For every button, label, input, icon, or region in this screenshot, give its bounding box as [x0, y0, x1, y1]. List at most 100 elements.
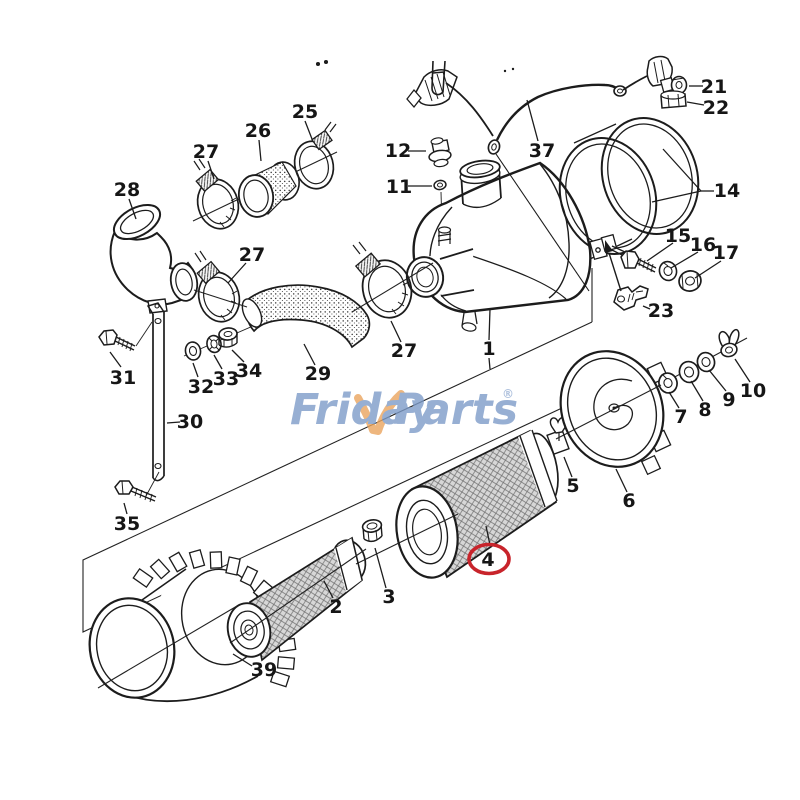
callout-leader-5 — [563, 456, 573, 478]
callout-label-27: 27 — [193, 141, 219, 163]
callout-leader-14 — [662, 148, 702, 192]
callout-label-37: 37 — [529, 140, 555, 162]
callout-label-7: 7 — [674, 406, 687, 428]
callout-label-12: 12 — [385, 140, 411, 162]
watermark: Friday Parts ® — [290, 385, 518, 435]
part-39-precleaner — [88, 548, 297, 703]
callout-label-35: 35 — [114, 513, 140, 535]
callout-leader-16 — [670, 251, 699, 269]
part-31-bolt — [98, 329, 136, 352]
callout-leader-15 — [646, 242, 674, 262]
part-37-wire-assembly — [487, 55, 673, 292]
callout-label-17: 17 — [713, 242, 739, 264]
callout-label-27: 27 — [391, 340, 417, 362]
callout-label-21: 21 — [701, 76, 727, 98]
sensor-connector-plug — [406, 69, 458, 109]
part-33-lock-washer — [206, 334, 222, 354]
callout-label-1: 1 — [482, 338, 495, 360]
part-32-washer — [184, 341, 202, 361]
watermark-word1: Friday — [290, 385, 439, 435]
part-16-lock-washer — [658, 260, 678, 282]
wire-clip — [431, 60, 515, 137]
callout-leader-7 — [668, 391, 680, 409]
callout-label-4: 4 — [481, 549, 494, 571]
part-1-air-cleaner-body — [405, 159, 592, 332]
watermark-word2: Parts — [393, 385, 518, 435]
callout-label-33: 33 — [213, 368, 239, 390]
highlight-circle-part-4 — [467, 542, 511, 576]
axis-lines — [97, 262, 662, 689]
callout-label-22: 22 — [703, 97, 729, 119]
part-25-hose-clamp — [293, 59, 337, 190]
callout-label-32: 32 — [188, 376, 214, 398]
part-34-nut — [218, 327, 238, 348]
callout-label-3: 3 — [382, 586, 395, 608]
axis-outer-filter — [355, 513, 459, 565]
callout-label-6: 6 — [622, 490, 635, 512]
callout-leader-23 — [642, 305, 651, 310]
axis-precleaner — [97, 605, 238, 689]
axis-bolt-31 — [135, 321, 153, 347]
callout-label-34: 34 — [236, 360, 262, 382]
callout-leader-22 — [686, 101, 705, 106]
callout-leader-26 — [258, 139, 262, 162]
part-3-nut — [361, 518, 384, 543]
callout-leader-28 — [128, 198, 137, 220]
callout-label-11: 11 — [386, 176, 412, 198]
part-29-hose — [241, 284, 371, 349]
part-26-adapter — [237, 161, 300, 218]
part-28-elbow-hose — [109, 203, 199, 314]
callout-leader-29 — [303, 343, 316, 366]
part-27a-hose-clamp — [193, 158, 240, 230]
callout-leader-1 — [488, 308, 491, 341]
callout-leader-4 — [485, 525, 491, 546]
part-10-wing-nut — [718, 328, 740, 358]
callout-leader-27 — [390, 320, 402, 343]
pointer-arrow-head — [605, 240, 613, 253]
callout-label-29: 29 — [305, 363, 331, 385]
callout-leader-1 — [488, 357, 491, 370]
callout-label-10: 10 — [740, 380, 766, 402]
callout-leader-25 — [304, 120, 313, 140]
callout-leader-27 — [207, 160, 215, 180]
callout-label-5: 5 — [566, 475, 579, 497]
watermark-check-icon — [354, 390, 405, 435]
callout-label-14: 14 — [714, 180, 740, 202]
callout-label-28: 28 — [114, 179, 140, 201]
axis-elbow-row — [193, 289, 248, 308]
part-22-nut — [660, 90, 687, 109]
mounting-plane-outline — [82, 321, 593, 633]
part-17-nut — [678, 270, 702, 292]
callout-leader-2 — [323, 580, 334, 599]
callout-label-27: 27 — [239, 244, 265, 266]
callout-leader-17 — [694, 260, 722, 279]
callout-leader-14 — [651, 190, 702, 203]
callout-leader-32 — [192, 362, 199, 378]
axis-inner-filter — [229, 548, 367, 644]
part-27c-hose-clamp — [352, 241, 413, 319]
part-2-inner-filter-element — [226, 536, 367, 662]
part-9-washer — [696, 351, 716, 373]
callout-label-25: 25 — [292, 101, 318, 123]
callout-label-39: 39 — [251, 659, 277, 681]
callout-leader-27 — [227, 262, 247, 284]
callout-leader-8 — [690, 380, 704, 402]
part-30-bracket-strap — [146, 302, 165, 482]
callout-label-26: 26 — [245, 120, 271, 142]
watermark-registered-mark: ® — [502, 387, 514, 401]
part-4-outer-filter-element — [395, 429, 559, 579]
callout-leader-3 — [374, 547, 387, 589]
callout-leader-9 — [708, 369, 727, 392]
callout-label-15: 15 — [665, 225, 691, 247]
part-35-bolt — [114, 480, 157, 503]
callout-label-30: 30 — [177, 411, 203, 433]
callout-label-23: 23 — [648, 300, 674, 322]
callout-leader-30 — [166, 421, 181, 424]
callout-leader-39 — [232, 653, 253, 667]
callout-label-8: 8 — [698, 399, 711, 421]
callout-leader-31 — [109, 351, 122, 368]
part-27b-hose-clamp — [194, 250, 241, 323]
callout-leader-37 — [526, 99, 539, 142]
